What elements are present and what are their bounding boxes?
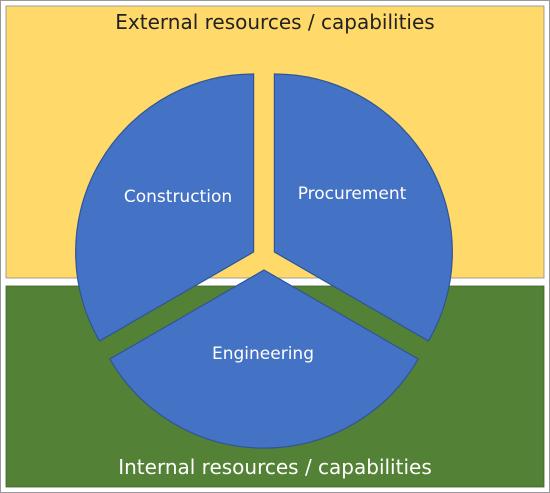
construction-segment — [75, 73, 255, 342]
external-title: External resources / capabilities — [115, 10, 434, 34]
engineering-label: Engineering — [212, 344, 314, 364]
procurement-segment — [273, 73, 453, 342]
construction-label: Construction — [124, 187, 232, 207]
engineering-segment — [108, 269, 420, 449]
procurement-label: Procurement — [298, 184, 407, 204]
segments-group — [75, 73, 453, 449]
internal-title: Internal resources / capabilities — [118, 455, 432, 479]
